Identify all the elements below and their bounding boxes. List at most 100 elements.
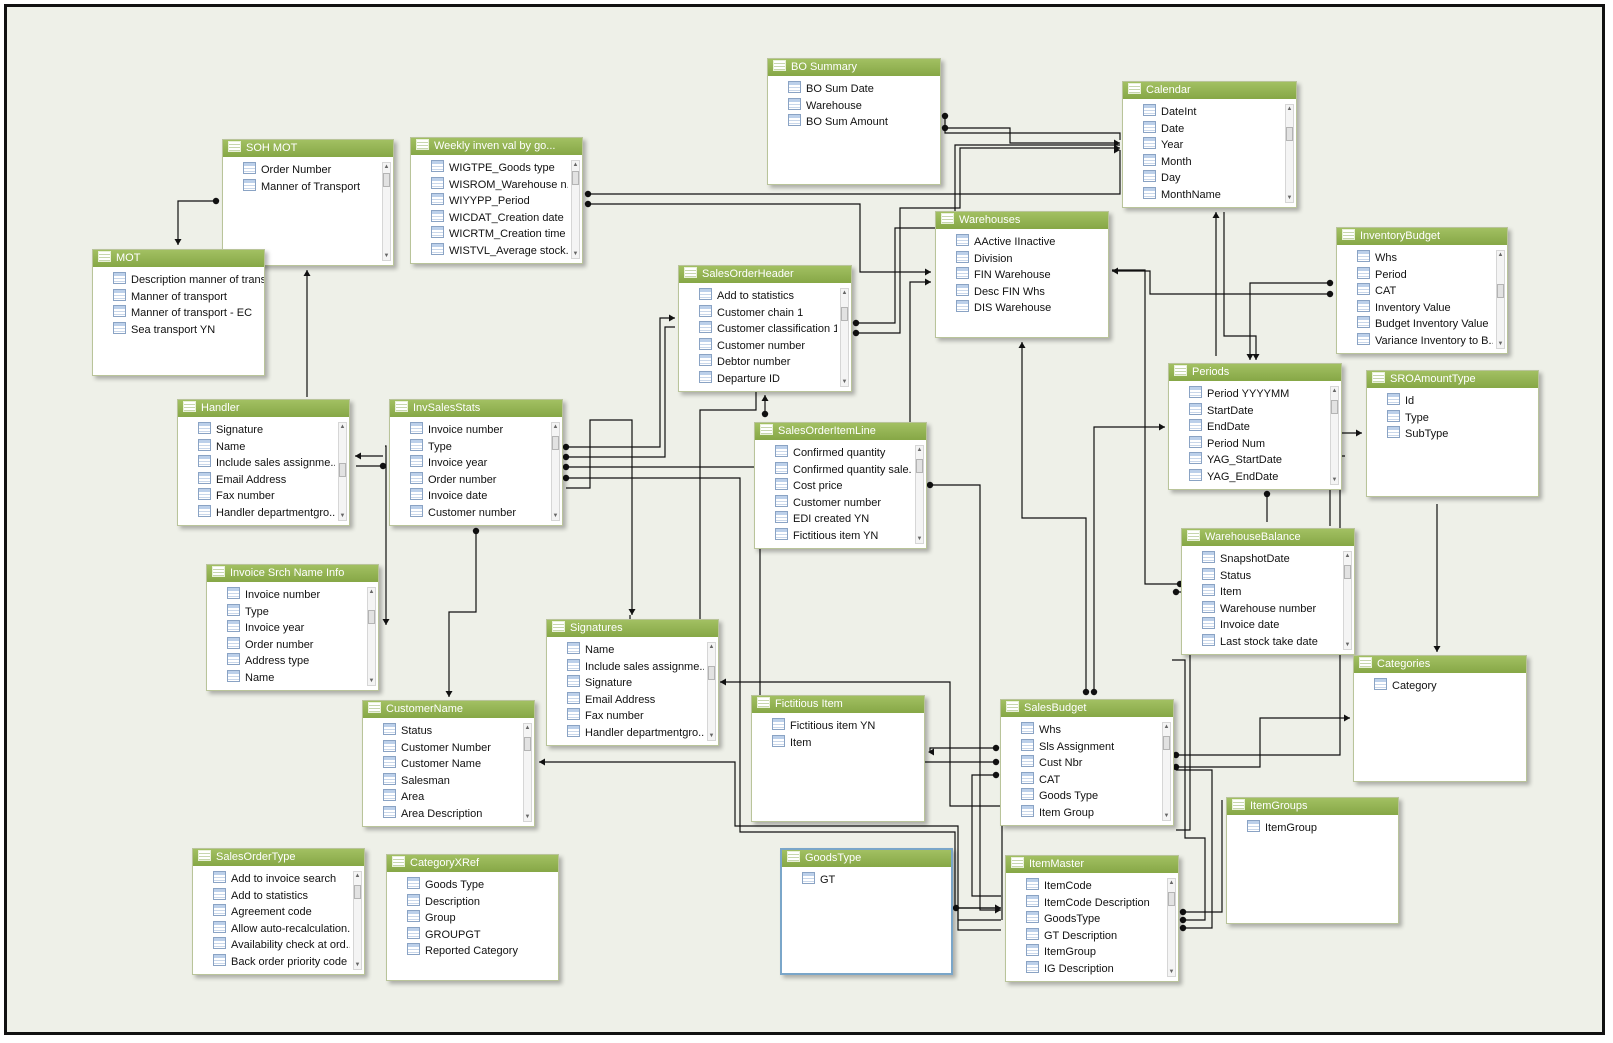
scroll-thumb[interactable] <box>354 885 361 899</box>
column-row[interactable]: StartDate <box>1169 402 1327 420</box>
column-row[interactable]: Sea transport YN <box>93 321 264 339</box>
column-row[interactable]: Warehouse number <box>1182 600 1340 618</box>
column-row[interactable]: Fax number <box>178 488 335 505</box>
scrollbar[interactable]: ▲▼ <box>367 587 376 686</box>
column-row[interactable]: ItemCode Description <box>1006 894 1164 912</box>
table-header[interactable]: SalesOrderType <box>193 849 364 866</box>
scroll-up-icon[interactable]: ▲ <box>708 644 715 650</box>
column-row[interactable]: BO Sum Amount <box>768 114 940 131</box>
column-row[interactable]: DateInt <box>1123 104 1282 121</box>
column-row[interactable]: Invoice number <box>390 422 548 439</box>
table-weekly[interactable]: Weekly inven val by go...WIGTPE_Goods ty… <box>410 137 583 264</box>
scroll-up-icon[interactable]: ▲ <box>552 424 559 430</box>
column-row[interactable]: Email Address <box>547 691 704 709</box>
scroll-down-icon[interactable]: ▼ <box>552 513 559 519</box>
column-row[interactable]: WISROM_Warehouse n... <box>411 176 568 194</box>
scroll-up-icon[interactable]: ▲ <box>1286 106 1293 112</box>
column-row[interactable]: Name <box>547 642 704 659</box>
table-header[interactable]: Periods <box>1169 364 1341 381</box>
column-row[interactable]: Manner of transport - EC <box>93 305 264 322</box>
column-row[interactable]: CAT <box>1337 283 1493 300</box>
column-row[interactable]: ItemCode <box>1006 878 1164 895</box>
column-row[interactable]: Include sales assignme... <box>547 658 704 676</box>
scroll-down-icon[interactable]: ▼ <box>1286 195 1293 201</box>
column-row[interactable]: Customer number <box>755 494 912 512</box>
scrollbar[interactable]: ▲▼ <box>382 162 391 261</box>
column-row[interactable]: CAT <box>1001 771 1159 789</box>
scroll-down-icon[interactable]: ▼ <box>1168 969 1175 975</box>
table-header[interactable]: Warehouses <box>936 212 1108 229</box>
column-row[interactable]: Add to statistics <box>193 887 350 905</box>
column-row[interactable]: Debtor number <box>679 354 837 371</box>
scroll-thumb[interactable] <box>916 459 923 473</box>
scroll-up-icon[interactable]: ▲ <box>1497 252 1504 258</box>
column-row[interactable]: Last stock take date <box>1182 633 1340 651</box>
column-row[interactable]: Variance Inventory to B... <box>1337 332 1493 350</box>
table-header[interactable]: CustomerName <box>363 701 534 718</box>
scroll-down-icon[interactable]: ▼ <box>368 678 375 684</box>
column-row[interactable]: Customer Name <box>363 756 520 773</box>
column-row[interactable]: Fax number <box>547 708 704 725</box>
column-row[interactable]: WICRTM_Creation time <box>411 226 568 243</box>
scrollbar[interactable]: ▲▼ <box>915 445 924 544</box>
column-row[interactable]: WISTVL_Average stock... <box>411 242 568 260</box>
column-row[interactable]: Id <box>1367 393 1538 410</box>
column-row[interactable]: Period Num <box>1169 435 1327 453</box>
scroll-up-icon[interactable]: ▲ <box>1344 553 1351 559</box>
column-row[interactable]: Item <box>752 734 924 752</box>
column-row[interactable]: Customer classification 1 <box>679 321 837 338</box>
scrollbar[interactable]: ▲▼ <box>551 422 560 521</box>
column-row[interactable]: YAG_StartDate <box>1169 452 1327 469</box>
scrollbar[interactable]: ▲▼ <box>1330 386 1339 485</box>
scrollbar[interactable]: ▲▼ <box>571 160 580 259</box>
scroll-thumb[interactable] <box>383 173 390 187</box>
column-row[interactable]: Period YYYYMM <box>1169 386 1327 403</box>
scrollbar[interactable]: ▲▼ <box>1343 551 1352 650</box>
scroll-up-icon[interactable]: ▲ <box>368 589 375 595</box>
column-row[interactable]: DIS Warehouse <box>936 300 1108 317</box>
column-row[interactable]: Customer Number <box>363 739 520 757</box>
column-row[interactable]: Status <box>1182 567 1340 585</box>
scroll-thumb[interactable] <box>339 463 346 477</box>
column-row[interactable]: Division <box>936 250 1108 268</box>
column-row[interactable]: Fictitious item YN <box>752 718 924 735</box>
scrollbar[interactable]: ▲▼ <box>1167 878 1176 977</box>
scroll-thumb[interactable] <box>572 171 579 185</box>
column-row[interactable]: Reported Category <box>387 943 558 960</box>
column-row[interactable]: ItemGroup <box>1227 820 1398 837</box>
table-header[interactable]: BO Summary <box>768 59 940 76</box>
column-row[interactable]: Order number <box>207 636 364 654</box>
scroll-thumb[interactable] <box>552 436 559 450</box>
column-row[interactable]: Add to statistics <box>679 288 837 305</box>
scroll-down-icon[interactable]: ▼ <box>572 251 579 257</box>
scroll-up-icon[interactable]: ▲ <box>383 164 390 170</box>
scrollbar[interactable]: ▲▼ <box>1496 250 1505 349</box>
column-row[interactable]: Cust Nbr <box>1001 755 1159 772</box>
column-row[interactable]: Agreement code <box>193 904 350 921</box>
column-row[interactable]: Sls Assignment <box>1001 738 1159 756</box>
scrollbar[interactable]: ▲▼ <box>353 871 362 970</box>
column-row[interactable]: Whs <box>1001 722 1159 739</box>
table-header[interactable]: ItemGroups <box>1227 798 1398 815</box>
table-header[interactable]: WarehouseBalance <box>1182 529 1354 546</box>
column-row[interactable]: Salesman <box>363 772 520 790</box>
column-row[interactable]: Handler departmentgro... <box>547 724 704 742</box>
scroll-up-icon[interactable]: ▲ <box>572 162 579 168</box>
table-header[interactable]: SalesOrderItemLine <box>755 423 926 440</box>
column-row[interactable]: YAG_EndDate <box>1169 468 1327 486</box>
scroll-down-icon[interactable]: ▼ <box>1331 477 1338 483</box>
scroll-thumb[interactable] <box>1168 892 1175 906</box>
column-row[interactable]: FIN Warehouse <box>936 267 1108 284</box>
scrollbar[interactable]: ▲▼ <box>338 422 347 521</box>
table-header[interactable]: Invoice Srch Name Info <box>207 565 378 582</box>
scroll-down-icon[interactable]: ▼ <box>1344 642 1351 648</box>
